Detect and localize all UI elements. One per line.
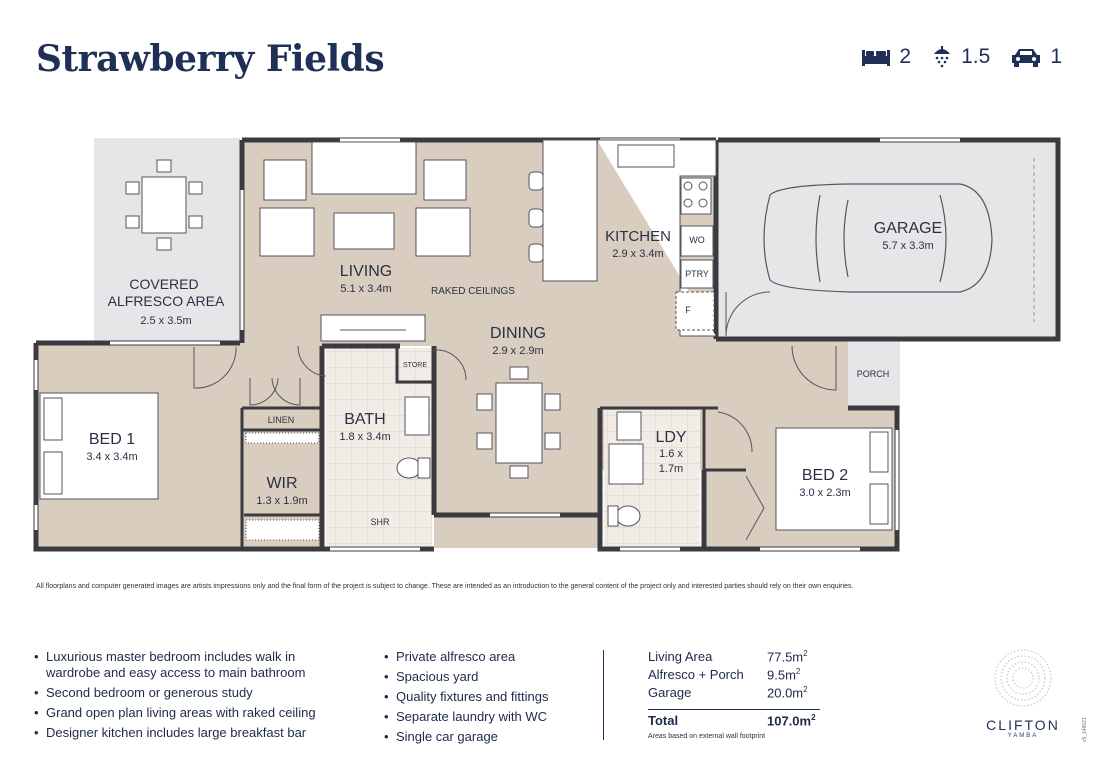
- bathrooms-count: 1.5: [961, 45, 991, 68]
- area-row: Garage 20.0m2: [648, 685, 847, 703]
- feature-item: Private alfresco area: [384, 649, 594, 665]
- bedrooms-stat: 2: [861, 45, 911, 69]
- car-icon: [1010, 46, 1042, 68]
- dining-label: DINING: [490, 325, 546, 342]
- floor-plan: COVERED ALFRESCO AREA 2.5 x 3.5m LIVING …: [33, 137, 1061, 552]
- laundry-dim-2: 1.7m: [659, 463, 683, 475]
- pantry-label: PTRY: [685, 269, 709, 279]
- wall-oven-label: WO: [689, 235, 705, 245]
- doors: [193, 291, 837, 541]
- total-divider: [648, 709, 820, 710]
- bathrooms-stat: 1.5: [931, 44, 990, 70]
- features-list-right: Private alfresco area Spacious yard Qual…: [384, 649, 594, 749]
- bed-icon: [861, 46, 891, 68]
- toilet: [396, 457, 422, 479]
- feature-item: Second bedroom or generous study: [34, 685, 344, 701]
- carspaces-stat: 1: [1010, 45, 1062, 69]
- bedrooms-count: 2: [899, 45, 912, 68]
- disclaimer: All floorplans and computer generated im…: [36, 583, 854, 590]
- room-labels: COVERED ALFRESCO AREA 2.5 x 3.5m LIVING …: [86, 220, 942, 527]
- alfresco-table: [141, 176, 187, 234]
- sofa: [311, 141, 417, 195]
- dining-table: [495, 382, 543, 464]
- area-value: 77.5m2: [767, 649, 808, 665]
- interior-walls: [240, 346, 746, 549]
- feature-item: Quality fixtures and fittings: [384, 689, 594, 705]
- tv-unit: [320, 314, 426, 342]
- kitchen-dim: 2.9 x 3.4m: [612, 248, 663, 260]
- carspaces-count: 1: [1050, 45, 1062, 68]
- alfresco-dim: 2.5 x 3.5m: [140, 315, 191, 327]
- feature-item: Designer kitchen includes large breakfas…: [34, 725, 344, 741]
- feature-item: Single car garage: [384, 729, 594, 745]
- area-total-row: Total 107.0m2: [648, 713, 847, 728]
- bed2-dim: 3.0 x 2.3m: [799, 487, 850, 499]
- fridge-label: F: [685, 305, 691, 315]
- store-label: STORE: [403, 362, 427, 369]
- bath-label: BATH: [344, 411, 385, 428]
- garage-floor: [718, 140, 1058, 339]
- shower-icon: [931, 44, 953, 70]
- bed1-label: BED 1: [89, 431, 135, 448]
- area-label: Living Area: [648, 649, 713, 664]
- area-value: 20.0m2: [767, 685, 808, 701]
- breakfast-bar: [542, 139, 598, 282]
- area-row: Alfresco + Porch 9.5m2: [648, 667, 847, 685]
- shower-label: SHR: [370, 517, 390, 527]
- laundry-label: LDY: [655, 429, 686, 446]
- living-label: LIVING: [340, 263, 392, 280]
- area-note: Areas based on external wall footprint: [648, 733, 766, 741]
- area-row: Living Area 77.5m2: [648, 649, 847, 667]
- clifton-logo-icon: [993, 649, 1053, 712]
- living-dim: 5.1 x 3.4m: [340, 283, 391, 295]
- raked-ceilings-label: RAKED CEILINGS: [431, 286, 515, 297]
- kitchen-sink: [617, 144, 675, 168]
- bed2-label: BED 2: [802, 467, 848, 484]
- garage-label: GARAGE: [874, 220, 942, 237]
- feature-item: Grand open plan living areas with raked …: [34, 705, 344, 721]
- bed1-dim: 3.4 x 3.4m: [86, 451, 137, 463]
- alfresco-label-1: COVERED: [129, 276, 198, 292]
- alfresco-label-2: ALFRESCO AREA: [108, 293, 225, 309]
- car-outline: [763, 183, 993, 293]
- feature-item: Separate laundry with WC: [384, 709, 594, 725]
- version-code: v5_148021: [1082, 717, 1088, 742]
- page-title: Strawberry Fields: [36, 38, 385, 80]
- property-stats: 2 1.5 1: [861, 44, 1062, 70]
- area-value: 9.5m2: [767, 667, 801, 683]
- windows: [34, 138, 960, 551]
- porch-floor: [848, 339, 900, 409]
- porch-label: PORCH: [857, 369, 890, 379]
- feature-item: Spacious yard: [384, 669, 594, 685]
- dining-dim: 2.9 x 2.9m: [492, 345, 543, 357]
- total-value: 107.0m2: [767, 713, 816, 729]
- area-label: Garage: [648, 685, 692, 700]
- wir-dim: 1.3 x 1.9m: [256, 495, 307, 507]
- brand-block: CLIFTON YAMBA: [985, 648, 1061, 739]
- wir-label: WIR: [266, 475, 297, 492]
- bath-dim: 1.8 x 3.4m: [339, 431, 390, 443]
- garage-dim: 5.7 x 3.3m: [882, 240, 933, 252]
- brand-name: CLIFTON: [986, 717, 1060, 733]
- total-label: Total: [648, 713, 679, 728]
- coffee-table: [333, 212, 395, 250]
- linen-label: LINEN: [268, 415, 295, 425]
- vanity: [404, 396, 430, 436]
- laundry-dim-1: 1.6 x: [659, 448, 683, 460]
- furniture: [39, 139, 893, 541]
- kitchen-label: KITCHEN: [605, 228, 671, 245]
- area-label: Alfresco + Porch: [648, 667, 744, 682]
- divider: [603, 650, 604, 740]
- brand-subtitle: YAMBA: [1007, 733, 1039, 739]
- area-schedule: Living Area 77.5m2 Alfresco + Porch 9.5m…: [648, 649, 847, 740]
- features-list-left: Luxurious master bedroom includes walk i…: [34, 649, 344, 745]
- feature-item: Luxurious master bedroom includes walk i…: [34, 649, 344, 681]
